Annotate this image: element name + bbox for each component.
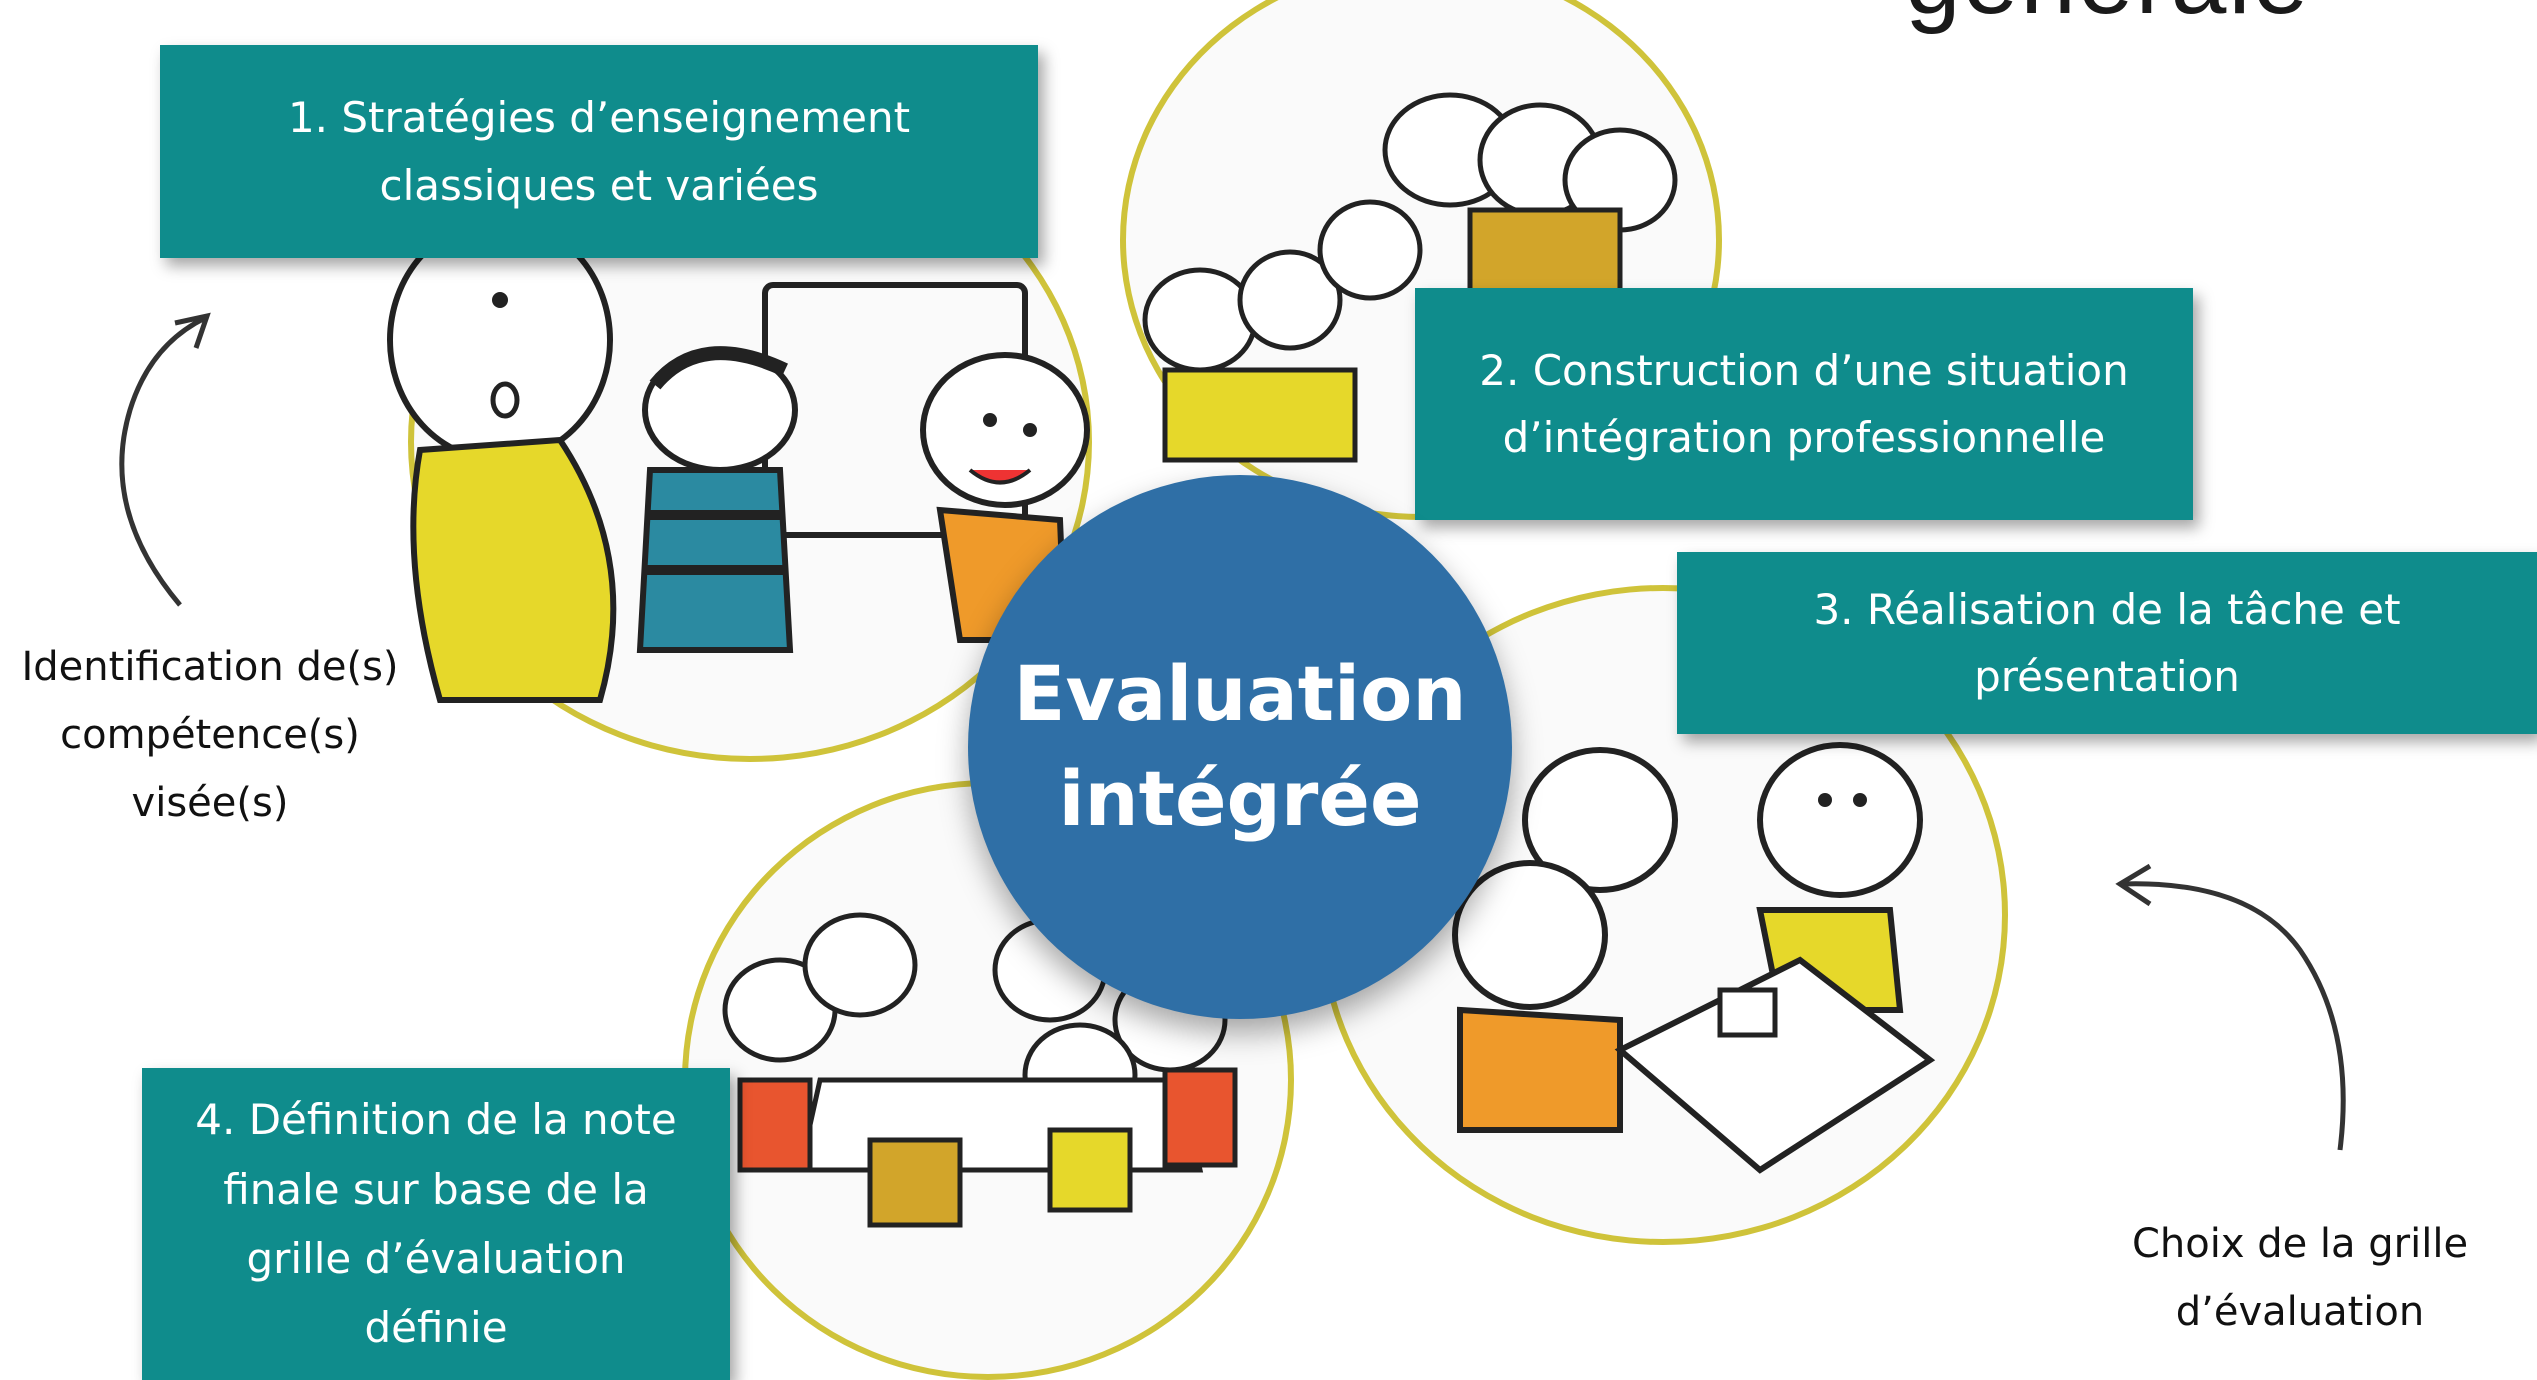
step-3-box: 3. Réalisation de la tâche et présentati… <box>1677 552 2537 734</box>
step-4-line-4: définie <box>364 1303 508 1353</box>
note-right-line-1: Choix de la grille <box>2131 1221 2469 1267</box>
step-2-line-1: 2. Construction d’une situation <box>1479 345 2129 395</box>
step-3-line-2: présentation <box>1974 652 2240 701</box>
step-3-line-1: 3. Réalisation de la tâche et <box>1813 584 2401 634</box>
note-left-line-1: Identification de(s) <box>21 644 399 690</box>
note-right-line-2: d’évaluation <box>2175 1289 2425 1335</box>
curved-arrow-right-icon <box>2115 863 2346 1151</box>
group-discussion-icon <box>1142 92 1678 463</box>
note-left: Identification de(s) compétence(s) visée… <box>0 633 420 837</box>
step-2-box: 2. Construction d’une situation d’intégr… <box>1415 288 2193 520</box>
note-left-line-3: visée(s) <box>131 780 289 826</box>
construction-task-icon <box>1452 742 1936 1174</box>
step-2-line-2: d’intégration professionnelle <box>1502 413 2106 462</box>
hub-line-1: Evaluation <box>1013 649 1467 739</box>
step-4-line-1: 4. Définition de la note <box>195 1095 677 1145</box>
hub-line-2: intégrée <box>1058 754 1422 843</box>
curved-arrow-left-icon <box>119 312 211 607</box>
slide-title-fragment: générale <box>1905 0 2310 37</box>
step-4-box: 4. Définition de la note finale sur base… <box>142 1068 730 1380</box>
step-1-line-1: 1. Stratégies d’enseignement <box>287 93 911 143</box>
team-meeting-icon <box>722 912 1238 1228</box>
step-1-box: 1. Stratégies d’enseignement classiques … <box>160 45 1038 258</box>
step-4-line-3: grille d’évaluation <box>246 1234 626 1283</box>
note-right: Choix de la grille d’évaluation <box>2090 1210 2510 1346</box>
classroom-scene-icon <box>387 217 1090 703</box>
central-hub: Evaluation intégrée <box>968 475 1512 1019</box>
note-left-line-2: compétence(s) <box>60 712 360 758</box>
step-4-line-2: finale sur base de la <box>223 1164 649 1214</box>
step-1-line-2: classiques et variées <box>379 160 819 210</box>
